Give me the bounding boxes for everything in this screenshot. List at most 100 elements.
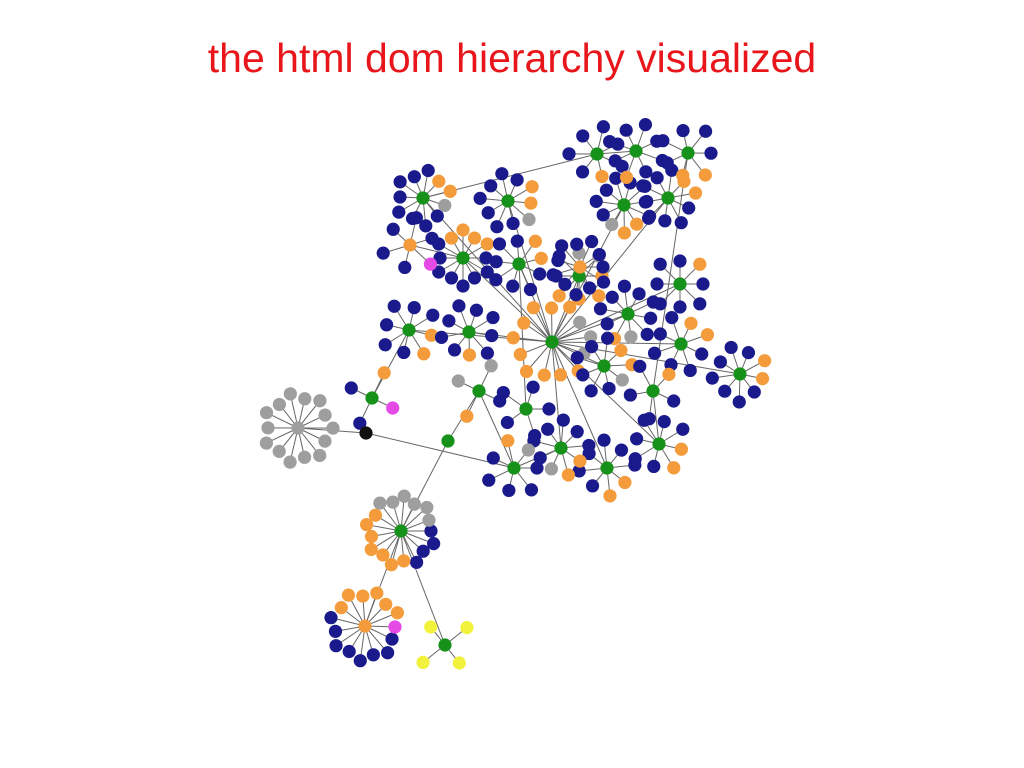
- dom-leaf-node: [430, 209, 444, 223]
- dom-leaf-node: [388, 620, 402, 634]
- dom-leaf-node: [674, 442, 688, 456]
- dom-hub-node: [291, 421, 305, 435]
- dom-edge: [551, 283, 681, 343]
- dom-leaf-node: [432, 265, 446, 279]
- dom-leaf-node: [582, 438, 596, 453]
- dom-leaf-node: [630, 432, 644, 446]
- dom-hub-node: [652, 437, 666, 451]
- dom-leaf-node: [473, 191, 487, 205]
- dom-leaf-node: [632, 287, 646, 301]
- dom-leaf-node: [624, 330, 638, 344]
- dom-hub-node: [519, 402, 533, 416]
- dom-leaf-node: [386, 401, 400, 415]
- dom-leaf-node: [705, 371, 719, 385]
- dom-leaf-node: [523, 282, 538, 297]
- dom-leaf-node: [398, 260, 412, 274]
- dom-leaf-node: [602, 381, 616, 396]
- dom-leaf-node: [676, 422, 690, 436]
- dom-leaf-node: [584, 384, 598, 398]
- dom-hub-node: [462, 325, 476, 339]
- dom-leaf-node: [456, 279, 470, 293]
- dom-leaf-node: [595, 169, 609, 184]
- dom-leaf-node: [541, 422, 555, 436]
- dom-leaf-node: [480, 237, 494, 251]
- dom-leaf-node: [596, 208, 610, 222]
- dom-leaf-node: [297, 450, 312, 464]
- dom-leaf-node: [608, 154, 622, 168]
- dom-edge: [551, 341, 608, 469]
- dom-leaf-node: [390, 606, 405, 620]
- dom-leaf-node: [603, 489, 617, 503]
- dom-leaf-node: [460, 409, 474, 423]
- dom-leaf-node: [334, 601, 348, 615]
- dom-leaf-node: [407, 170, 421, 184]
- dom-leaf-node: [544, 301, 559, 315]
- dom-leaf-node: [380, 318, 394, 332]
- dom-leaf-node: [653, 257, 667, 271]
- dom-leaf-node: [576, 129, 590, 143]
- dom-edge: [462, 257, 553, 343]
- slide-title: the html dom hierarchy visualized: [207, 35, 817, 81]
- node-layer: [259, 118, 772, 670]
- dom-leaf-node: [313, 394, 327, 408]
- dom-hub-node: [629, 144, 643, 158]
- dom-leaf-node: [283, 387, 297, 401]
- dom-leaf-node: [506, 279, 520, 293]
- dom-leaf-node: [647, 346, 662, 360]
- dom-leaf-node: [318, 408, 332, 422]
- dom-leaf-node: [623, 388, 637, 402]
- dom-hub-node: [359, 426, 373, 440]
- dom-leaf-node: [542, 402, 556, 416]
- dom-leaf-node: [492, 237, 507, 251]
- dom-leaf-node: [657, 415, 671, 429]
- dom-leaf-node: [353, 654, 367, 668]
- dom-leaf-node: [521, 443, 535, 457]
- dom-leaf-node: [603, 134, 617, 149]
- dom-leaf-node: [490, 220, 504, 234]
- dom-leaf-node: [585, 479, 600, 493]
- dom-leaf-node: [366, 648, 380, 662]
- dom-leaf-node: [609, 171, 623, 185]
- dom-leaf-node: [422, 513, 436, 527]
- dom-leaf-node: [467, 231, 482, 245]
- dom-leaf-node: [537, 368, 551, 382]
- dom-leaf-node: [638, 118, 653, 132]
- dom-leaf-node: [485, 328, 499, 343]
- dom-hub-node: [403, 238, 417, 252]
- dom-leaf-node: [551, 253, 565, 268]
- dom-leaf-node: [699, 124, 713, 138]
- dom-leaf-node: [573, 315, 587, 329]
- dom-leaf-node: [599, 183, 614, 197]
- dom-hub-node: [438, 638, 452, 652]
- dom-leaf-node: [407, 497, 421, 511]
- dom-leaf-node: [432, 174, 446, 188]
- dom-leaf-node: [688, 186, 703, 200]
- dom-leaf-node: [596, 275, 611, 289]
- dom-leaf-node: [324, 611, 338, 625]
- dom-leaf-node: [556, 413, 570, 427]
- dom-leaf-node: [373, 496, 387, 510]
- dom-leaf-node: [484, 359, 498, 373]
- dom-leaf-node: [642, 211, 656, 225]
- dom-leaf-node: [379, 597, 393, 611]
- dom-leaf-node: [506, 216, 520, 231]
- dom-leaf-node: [526, 301, 541, 315]
- dom-leaf-node: [513, 347, 527, 362]
- dom-leaf-node: [758, 354, 772, 368]
- dom-hub-node: [600, 461, 614, 475]
- dom-leaf-node: [673, 254, 687, 268]
- dom-leaf-node: [495, 167, 509, 181]
- dom-leaf-node: [589, 194, 603, 208]
- dom-leaf-node: [380, 646, 395, 660]
- dom-leaf-node: [614, 443, 629, 457]
- dom-edge: [518, 263, 527, 410]
- dom-leaf-node: [700, 328, 715, 342]
- dom-leaf-node: [479, 251, 493, 265]
- dom-leaf-node: [386, 495, 400, 509]
- dom-leaf-node: [462, 348, 477, 362]
- dom-leaf-node: [489, 255, 503, 269]
- dom-leaf-node: [653, 327, 667, 341]
- dom-leaf-node: [368, 508, 383, 522]
- dom-leaf-node: [486, 451, 500, 465]
- dom-edge: [409, 244, 464, 259]
